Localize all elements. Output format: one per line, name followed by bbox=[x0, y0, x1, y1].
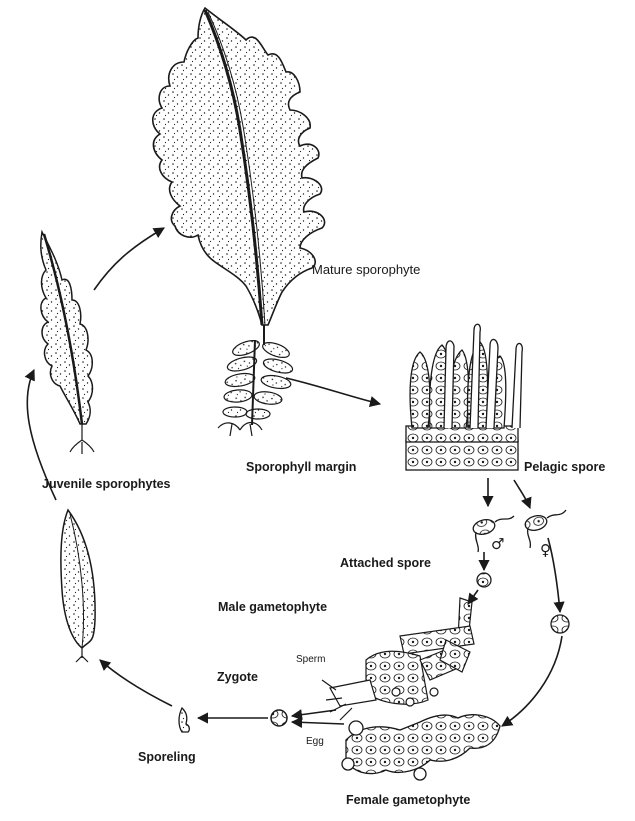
attached-spore-female bbox=[551, 615, 569, 633]
arrow-sperm-to-zygote bbox=[292, 710, 336, 716]
sporophylls-figure bbox=[218, 338, 294, 436]
young-sporophyte-figure bbox=[61, 510, 95, 662]
pelagic-spores-figure bbox=[472, 510, 566, 552]
sporeling-label: Sporeling bbox=[138, 750, 196, 764]
attached-spore-male bbox=[477, 573, 491, 587]
female-gametophyte-label: Female gametophyte bbox=[346, 793, 470, 807]
zygote-label: Zygote bbox=[217, 670, 258, 684]
arrow-attached-to-female-gametophyte bbox=[502, 636, 562, 726]
sporeling-figure bbox=[179, 708, 189, 732]
juvenile-sporophytes-label: Juvenile sporophytes bbox=[42, 477, 171, 491]
arrow-attached-to-male-gametophyte bbox=[468, 590, 478, 604]
arrow-sporeling-to-young bbox=[100, 660, 172, 706]
mature-sporophyte-label: Mature sporophyte bbox=[312, 262, 420, 277]
male-gametophyte-figure bbox=[322, 598, 474, 720]
male-symbol: ♂ bbox=[491, 535, 504, 553]
mature-sporophyte-figure bbox=[153, 8, 325, 345]
arrow-margin-to-spore-female bbox=[514, 480, 530, 508]
attached-spore-label: Attached spore bbox=[340, 556, 431, 570]
egg-label: Egg bbox=[306, 736, 324, 747]
sporophyll-margin-figure bbox=[406, 324, 522, 470]
zygote-figure bbox=[271, 710, 287, 726]
pelagic-spore-label: Pelagic spore bbox=[524, 460, 605, 474]
sporophyll-margin-label: Sporophyll margin bbox=[246, 460, 356, 474]
male-gametophyte-label: Male gametophyte bbox=[218, 600, 327, 614]
arrow-mature-to-margin bbox=[286, 378, 380, 404]
juvenile-sporophyte-figure bbox=[41, 232, 94, 454]
sperm-label: Sperm bbox=[296, 654, 325, 665]
mature-blade bbox=[153, 8, 325, 325]
arrow-juvenile-to-mature bbox=[94, 228, 164, 290]
female-gametophyte-figure bbox=[342, 715, 500, 780]
arrow-egg-to-zygote bbox=[292, 722, 344, 724]
